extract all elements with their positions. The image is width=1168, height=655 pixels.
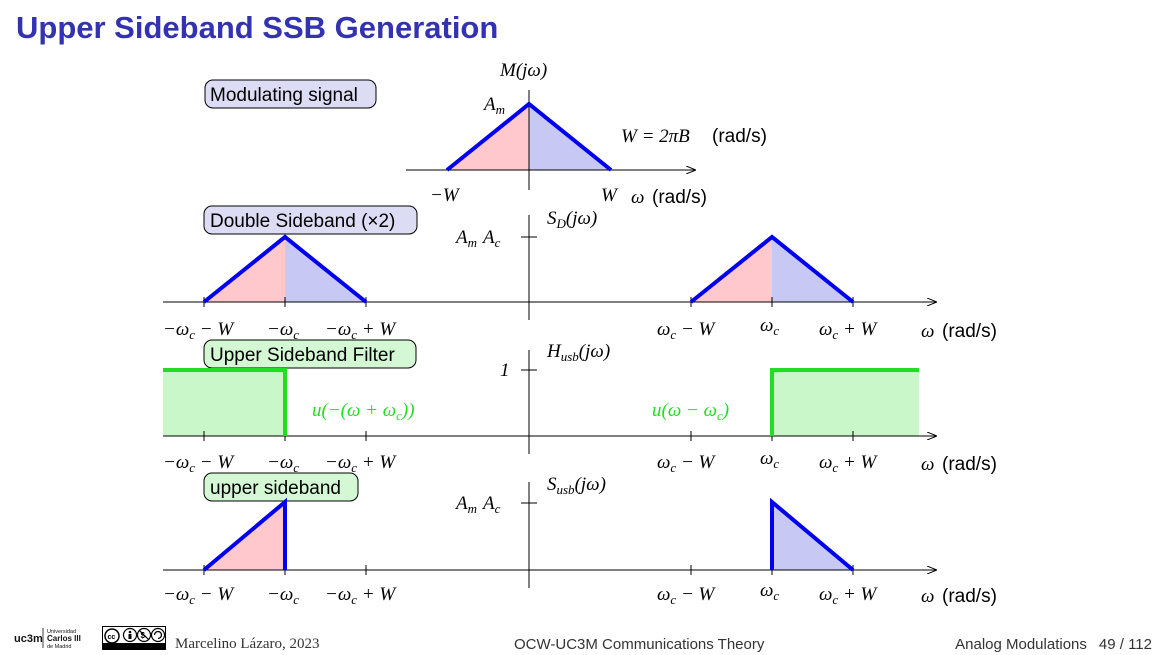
cc-license-icon: cc $ — [102, 626, 166, 650]
footer-course: OCW-UC3M Communications Theory — [514, 636, 765, 653]
page-title: Upper Sideband SSB Generation — [16, 10, 499, 45]
spectrum-right — [689, 234, 855, 304]
label-box — [203, 339, 417, 369]
tick-l2: −ωc — [267, 584, 299, 607]
filter-fill-left — [163, 370, 285, 436]
w-definition: W = 2πB — [621, 126, 690, 147]
svg-text:Carlos III: Carlos III — [47, 634, 81, 643]
svg-text:de Madrid: de Madrid — [47, 644, 71, 650]
tick-r3: ωc + W — [819, 319, 879, 342]
tick-r3: ωc + W — [819, 584, 879, 607]
label-box — [204, 79, 377, 109]
footer-right: Analog Modulations 49 / 112 — [943, 636, 1152, 653]
x-unit-omega: ω — [921, 454, 934, 475]
tick-r1: ωc − W — [657, 452, 717, 475]
tick-l1: −ωc − W — [163, 452, 235, 475]
tick-r2: ωc — [760, 580, 779, 603]
label-modulating: Modulating signal — [210, 85, 358, 106]
svg-text:cc: cc — [108, 634, 116, 641]
label-box — [203, 205, 418, 235]
spectrum-triangle — [445, 101, 613, 172]
amp-label: Am — [482, 94, 505, 117]
x-unit-omega: ω — [631, 187, 644, 208]
tick-l3: −ωc + W — [325, 319, 397, 342]
u-right: u(ω − ωc) — [652, 400, 729, 423]
ylabel-mjw: M(jω) — [499, 60, 547, 81]
svg-text:$: $ — [141, 631, 146, 640]
tick-l2: −ωc — [267, 319, 299, 342]
tick-l2: −ωc — [267, 452, 299, 475]
u-left: u(−(ω + ωc)) — [312, 400, 415, 423]
x-tick-labels: −ωc − W −ωc −ωc + W ωc − W ωc ωc + W ω (… — [163, 580, 997, 607]
panel-usb-filter: Upper Sideband Filter Husb(jω) 1 u(−(ω +… — [163, 339, 997, 475]
label-usb: upper sideband — [210, 478, 341, 499]
tick-r3: ωc + W — [819, 452, 879, 475]
svg-text:Universidad: Universidad — [47, 629, 76, 635]
tick-r1: ωc − W — [657, 319, 717, 342]
svg-text:uc3m: uc3m — [14, 633, 43, 645]
x-unit: (rad/s) — [652, 187, 707, 208]
level-one: 1 — [500, 360, 510, 381]
footer-section: Analog Modulations — [955, 636, 1087, 653]
x-unit: (rad/s) — [942, 454, 997, 475]
ylabel-sd: SD(jω) — [547, 208, 597, 231]
x-unit-omega: ω — [921, 586, 934, 607]
tick-r1: ωc − W — [657, 584, 717, 607]
label-box — [203, 472, 359, 502]
usb-right — [770, 497, 855, 572]
uc3m-logo: uc3m Universidad Carlos III de Madrid — [14, 628, 81, 650]
tick-l1: −ωc − W — [163, 584, 235, 607]
label-usb-filter: Upper Sideband Filter — [210, 345, 395, 366]
filter-right — [770, 368, 919, 436]
x-unit: (rad/s) — [942, 321, 997, 342]
usb-left — [202, 497, 287, 572]
x-unit-omega: ω — [921, 321, 934, 342]
x-unit: (rad/s) — [942, 586, 997, 607]
tick-neg-w: −W — [430, 185, 461, 206]
panel-modulating: Modulating signal M(jω) Am −W W ω (rad/s… — [204, 60, 767, 208]
tick-l3: −ωc + W — [325, 452, 397, 475]
filter-left — [163, 368, 287, 436]
x-tick-labels: −ωc − W −ωc −ωc + W ωc − W ωc ωc + W ω (… — [163, 315, 997, 342]
x-tick-labels: −ωc − W −ωc −ωc + W ωc − W ωc ωc + W ω (… — [163, 448, 997, 475]
tick-r2: ωc — [760, 315, 779, 338]
tick-r2: ωc — [760, 448, 779, 471]
ylabel-susb: Susb(jω) — [547, 474, 606, 497]
filter-fill-right — [772, 370, 919, 436]
ylabel-husb: Husb(jω) — [546, 341, 610, 364]
footer-author: Marcelino Lázaro, 2023 — [175, 636, 320, 652]
footer-page: 49 / 112 — [1098, 636, 1152, 653]
spectrum-left — [202, 234, 368, 304]
tick-l1: −ωc − W — [163, 319, 235, 342]
w-definition-unit: (rad/s) — [712, 126, 767, 147]
tick-pos-w: W — [601, 185, 619, 206]
label-dsb: Double Sideband (×2) — [210, 211, 395, 232]
tick-l3: −ωc + W — [325, 584, 397, 607]
